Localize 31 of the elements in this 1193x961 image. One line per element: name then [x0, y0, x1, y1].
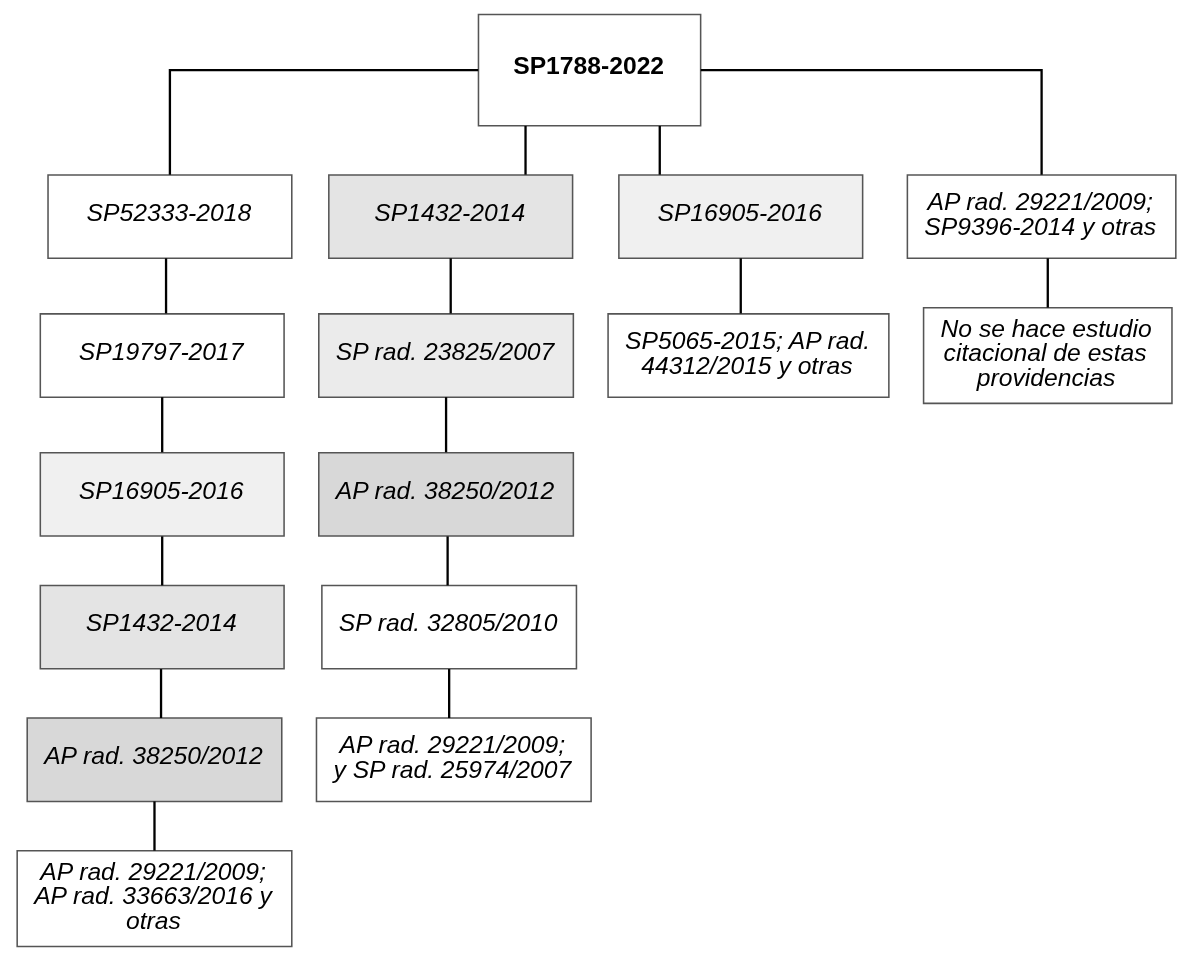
node-box: AP rad. 29221/2009; AP rad. 33663/2016 y otras — [16, 850, 293, 948]
connector — [161, 397, 164, 453]
connector — [449, 258, 452, 314]
connector — [1046, 258, 1049, 308]
node-box: AP rad. 29221/2009; y SP rad. 25974/2007 — [315, 717, 592, 803]
connector — [739, 258, 742, 314]
connector — [524, 125, 527, 175]
node-box: SP16905-2016 — [39, 451, 285, 537]
node-box: AP rad. 38250/2012 — [26, 717, 283, 803]
connector — [446, 536, 449, 586]
connector — [164, 258, 168, 314]
connector — [168, 68, 479, 175]
connector — [161, 536, 164, 586]
connector — [700, 68, 1043, 175]
node-box: SP5065-2015; AP rad. 44312/2015 y otras — [607, 313, 890, 398]
node-box: AP rad. 29221/2009; SP9396-2014 y otras — [906, 174, 1177, 260]
node-box: SP1432-2014 — [39, 584, 285, 670]
node-box: SP1788-2022 — [477, 13, 702, 127]
node-box: SP19797-2017 — [39, 313, 285, 398]
node-box: SP52333-2018 — [47, 174, 293, 260]
node-box: SP rad. 23825/2007 — [318, 313, 575, 398]
connector — [448, 669, 451, 719]
node-box: No se hace estudio citacional de estas providencias — [922, 306, 1173, 405]
node-box: SP rad. 32805/2010 — [321, 584, 578, 670]
connector — [444, 397, 448, 453]
connector — [153, 801, 156, 851]
node-box: AP rad. 38250/2012 — [318, 451, 575, 537]
node-box: SP16905-2016 — [618, 174, 864, 260]
node-box: SP1432-2014 — [328, 174, 574, 260]
connector — [159, 669, 163, 719]
connector — [658, 125, 661, 175]
